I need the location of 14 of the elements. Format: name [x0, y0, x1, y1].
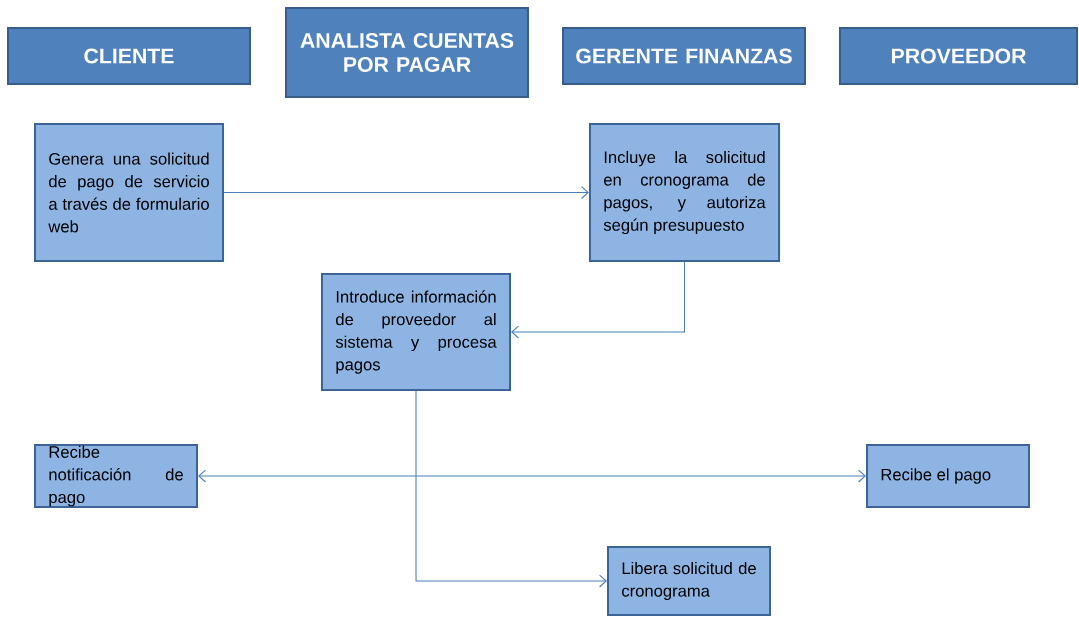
- process-box: Recibe notificación de pago: [34, 444, 198, 508]
- arrow: [223, 186, 589, 199]
- arrow: [415, 390, 607, 588]
- process-box: Recibe el pago: [866, 444, 1030, 508]
- lane-header: PROVEEDOR: [839, 27, 1079, 85]
- process-box: Genera una solicitud de pago de servicio a través de formulario web: [34, 122, 224, 263]
- arrow: [198, 469, 866, 483]
- lane-header: CLIENTE: [7, 27, 251, 85]
- lane-header: GERENTE FINANZAS: [562, 27, 806, 85]
- process-box: Libera solicitud de cronograma: [607, 546, 771, 616]
- arrow: [511, 261, 686, 339]
- lane-header: ANALISTA CUENTAS POR PAGAR: [285, 6, 529, 99]
- process-box: Introduce información de proveedor al sistema y procesa pagos: [321, 273, 511, 391]
- process-box: Incluye la solicitud en cronograma de pagos, y autoriza según presupuesto: [589, 122, 781, 263]
